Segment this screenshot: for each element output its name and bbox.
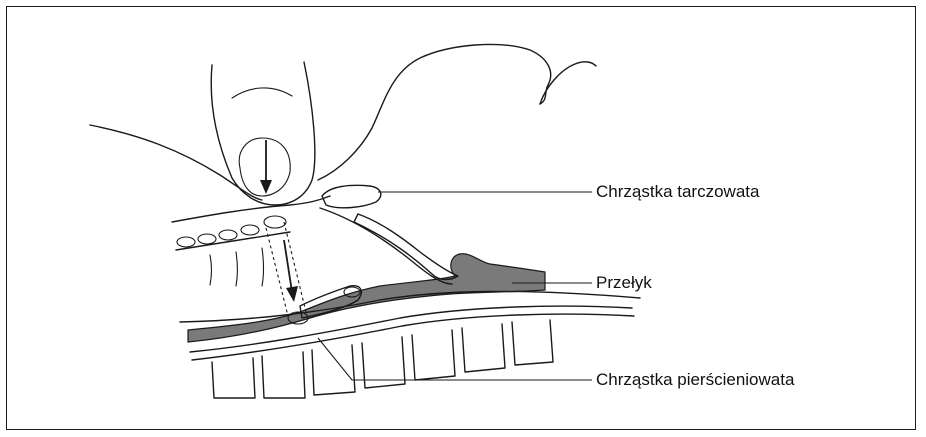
- label-esophagus: Przełyk: [596, 273, 652, 293]
- fold-line-2: [236, 252, 238, 286]
- fold-line-3: [262, 248, 264, 286]
- displacement-indicator: [266, 222, 306, 316]
- epiglottis-tube: [354, 214, 458, 280]
- fold-line-1: [210, 255, 212, 285]
- finger-crease: [232, 88, 292, 98]
- pressure-arrow-finger: [260, 140, 272, 194]
- thyroid-cartilage-shape: [322, 185, 381, 208]
- neck-skin-line: [90, 125, 262, 200]
- larynx-top-line: [172, 196, 330, 222]
- label-cricoid-cartilage: Chrząstka pierścieniowata: [596, 370, 794, 390]
- vertebrae: [212, 320, 553, 398]
- esophagus-shape: [188, 254, 545, 342]
- larynx-bottom-line: [176, 232, 290, 250]
- pharynx-line: [320, 208, 452, 284]
- chin-head-outline: [318, 44, 551, 180]
- label-thyroid-cartilage: Chrząstka tarczowata: [596, 182, 759, 202]
